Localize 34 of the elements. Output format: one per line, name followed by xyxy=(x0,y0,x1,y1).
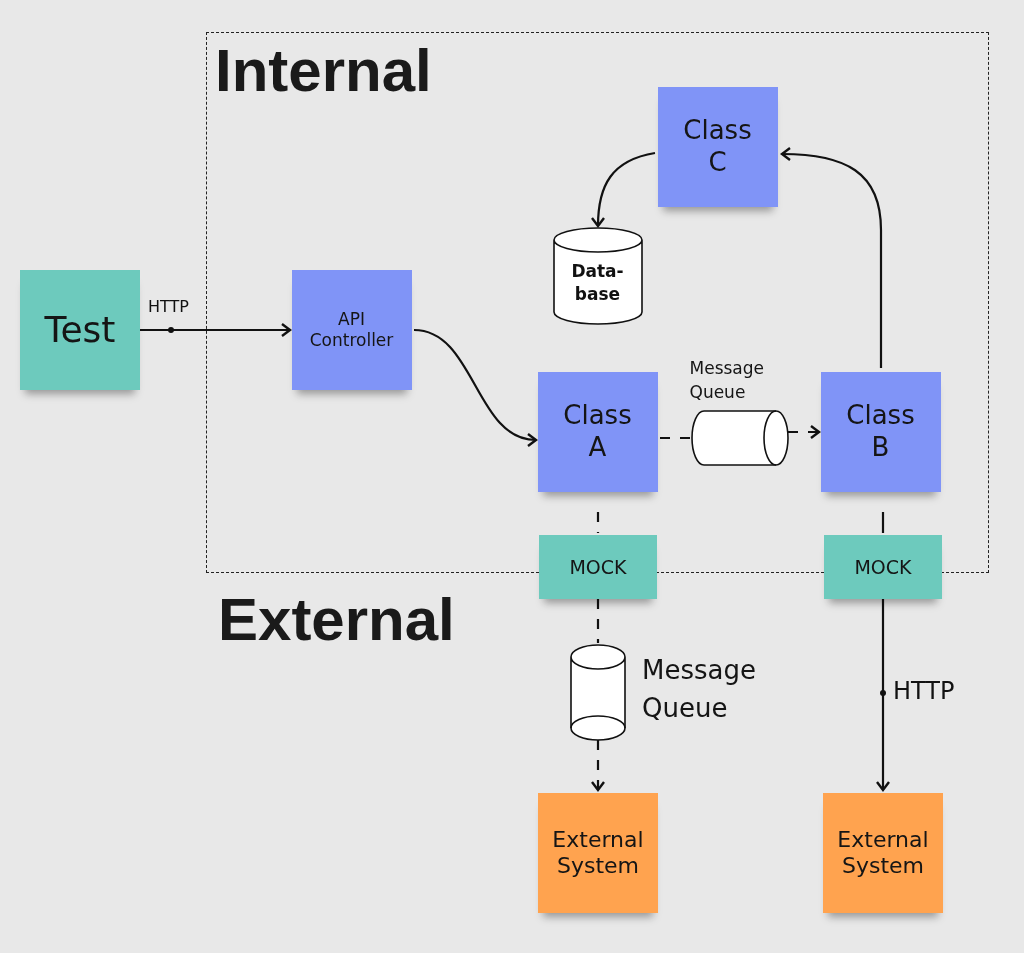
arrow xyxy=(780,147,883,368)
queue-cylinder xyxy=(691,409,788,466)
sticky-note xyxy=(538,793,658,913)
note-text: API Controller xyxy=(308,309,395,350)
note-text: Class C xyxy=(682,115,753,178)
section-title: External xyxy=(218,590,455,650)
note-text: External System xyxy=(551,826,645,880)
sticky-note xyxy=(291,269,412,390)
region-title: Internal xyxy=(215,41,432,101)
arrow xyxy=(140,322,292,338)
sticky-note xyxy=(539,535,657,599)
cylinder-label: Data-base xyxy=(570,260,625,305)
note-text: Class B xyxy=(845,400,916,463)
sticky-note xyxy=(20,270,140,390)
queue-label: Message Queue xyxy=(642,654,757,725)
arrow xyxy=(788,424,821,440)
sticky-note xyxy=(823,793,943,913)
queue-label: Message Queue xyxy=(689,356,765,405)
queue-cylinder xyxy=(570,645,626,740)
sticky-note xyxy=(537,371,658,492)
sticky-note xyxy=(820,371,941,492)
arrow xyxy=(413,328,538,446)
sticky-note xyxy=(657,86,778,207)
arrow xyxy=(591,151,656,228)
database-cylinder xyxy=(552,227,643,324)
sticky-note xyxy=(824,535,942,599)
note-text: Test xyxy=(43,308,117,352)
arrow xyxy=(875,599,891,792)
note-text: External System xyxy=(836,826,930,880)
note-text: MOCK xyxy=(853,555,913,579)
arrow xyxy=(590,740,606,792)
dashed-region xyxy=(206,32,989,573)
note-text: Class A xyxy=(562,400,633,463)
note-text: MOCK xyxy=(568,555,628,579)
